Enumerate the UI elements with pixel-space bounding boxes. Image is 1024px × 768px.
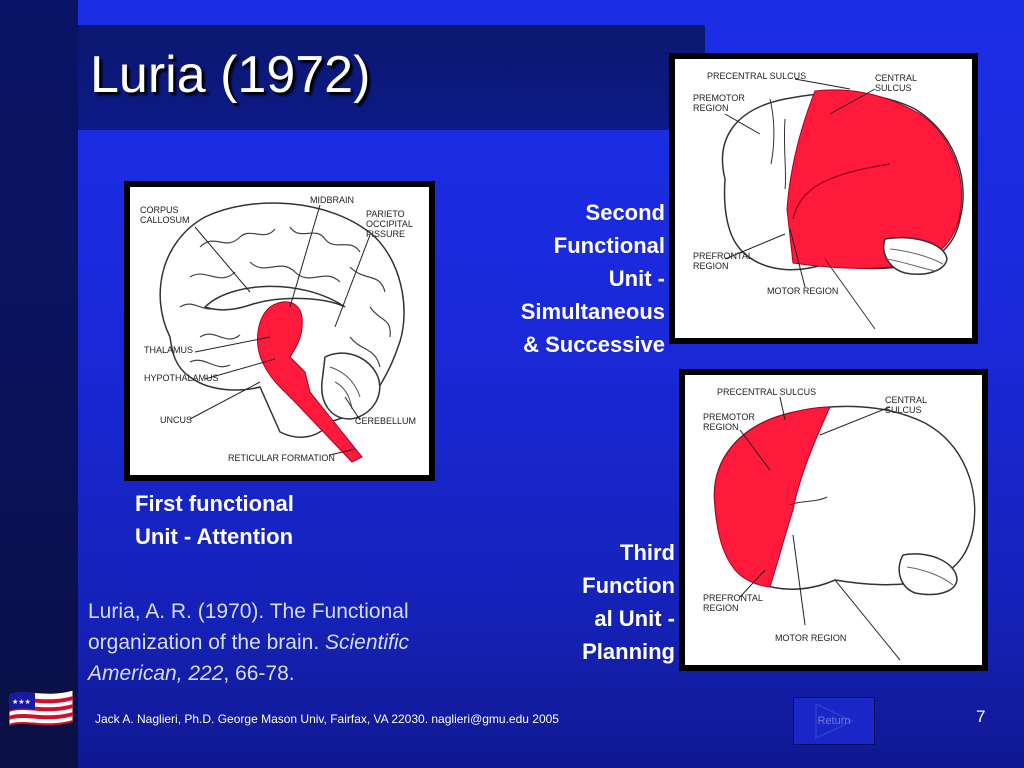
label-prefrontal-2: REGION bbox=[693, 261, 729, 271]
slide-title: Luria (1972) bbox=[90, 46, 371, 104]
play-arrow-icon bbox=[815, 702, 854, 740]
caption-second-line2: Functional bbox=[553, 233, 665, 258]
caption-second-line3: Unit - bbox=[608, 266, 665, 291]
label-midbrain: MIDBRAIN bbox=[310, 195, 354, 205]
page-number: 7 bbox=[976, 707, 986, 726]
label-central-sulcus-2a: CENTRAL bbox=[885, 395, 927, 405]
label-prefrontal-2a: PREFRONTAL bbox=[703, 593, 763, 603]
caption-third-line3: al Unit - bbox=[594, 606, 675, 631]
label-central-sulcus-1: CENTRAL bbox=[875, 73, 917, 83]
label-parieto-2: OCCIPITAL bbox=[366, 219, 413, 229]
citation-line1: Luria, A. R. (1970). The Functional bbox=[88, 600, 409, 623]
flag-icon: ★★★ bbox=[8, 689, 74, 727]
label-motor-region: MOTOR REGION bbox=[767, 286, 838, 296]
label-premotor-2b: REGION bbox=[703, 422, 739, 432]
return-button-label: Return bbox=[817, 715, 851, 727]
caption-first-unit: First functional Unit - Attention bbox=[135, 487, 355, 553]
caption-first-line1: First functional bbox=[135, 491, 294, 516]
label-premotor-2a: PREMOTOR bbox=[703, 412, 755, 422]
label-cerebellum: CEREBELLUM bbox=[355, 416, 416, 426]
label-corpus-callosum-2: CALLOSUM bbox=[140, 215, 190, 225]
label-parieto-3: FISSURE bbox=[366, 229, 405, 239]
left-band bbox=[0, 0, 78, 768]
label-motor-region-2: MOTOR REGION bbox=[775, 633, 846, 643]
brain-lateral-frontal-image: PRECENTRAL SULCUS CENTRAL SULCUS PREMOTO… bbox=[679, 369, 988, 671]
citation-line2: organization of the brain. Scientific bbox=[88, 627, 508, 658]
label-central-sulcus-2: SULCUS bbox=[875, 83, 912, 93]
citation: Luria, A. R. (1970). The Functional orga… bbox=[88, 596, 508, 689]
label-premotor-1: PREMOTOR bbox=[693, 93, 745, 103]
caption-second-unit: Second Functional Unit - Simultaneous & … bbox=[460, 196, 665, 361]
label-hypothalamus: HYPOTHALAMUS bbox=[144, 373, 219, 383]
label-prefrontal-2b: REGION bbox=[703, 603, 739, 613]
label-thalamus: THALAMUS bbox=[144, 345, 193, 355]
caption-third-line1: Third bbox=[620, 540, 675, 565]
label-precentral-sulcus-2: PRECENTRAL SULCUS bbox=[717, 387, 816, 397]
label-premotor-2: REGION bbox=[693, 103, 729, 113]
svg-text:★★★: ★★★ bbox=[12, 698, 31, 706]
caption-third-line2: Function bbox=[582, 573, 675, 598]
citation-line3: American, 222, 66-78. bbox=[88, 658, 508, 689]
caption-first-line2: Unit - Attention bbox=[135, 524, 294, 549]
citation-pages: , 66-78. bbox=[223, 662, 295, 685]
citation-journal: Scientific bbox=[325, 631, 410, 654]
label-uncus: UNCUS bbox=[160, 415, 192, 425]
label-precentral-sulcus: PRECENTRAL SULCUS bbox=[707, 71, 806, 81]
caption-third-line4: Planning bbox=[582, 639, 675, 664]
label-corpus-callosum-1: CORPUS bbox=[140, 205, 179, 215]
brain-midsagittal-image: CORPUS CALLOSUM MIDBRAIN PARIETO OCCIPIT… bbox=[124, 181, 435, 481]
return-button[interactable]: Return bbox=[793, 697, 875, 745]
caption-second-line4: Simultaneous bbox=[520, 299, 665, 324]
label-reticular-formation: RETICULAR FORMATION bbox=[228, 453, 335, 463]
footer-text: Jack A. Naglieri, Ph.D. George Mason Uni… bbox=[95, 712, 559, 726]
label-central-sulcus-2b: SULCUS bbox=[885, 405, 922, 415]
label-prefrontal-1: PREFRONTAL bbox=[693, 251, 753, 261]
title-bar bbox=[78, 25, 705, 130]
label-parieto-1: PARIETO bbox=[366, 209, 405, 219]
citation-volume: American, 222 bbox=[88, 662, 224, 685]
caption-second-line1: Second bbox=[585, 200, 665, 225]
citation-title: organization of the brain. bbox=[88, 631, 325, 654]
caption-third-unit: Third Function al Unit - Planning bbox=[520, 536, 675, 668]
brain-lateral-posterior-image: PRECENTRAL SULCUS CENTRAL SULCUS PREMOTO… bbox=[669, 53, 978, 344]
caption-second-line5: & Successive bbox=[523, 332, 665, 357]
